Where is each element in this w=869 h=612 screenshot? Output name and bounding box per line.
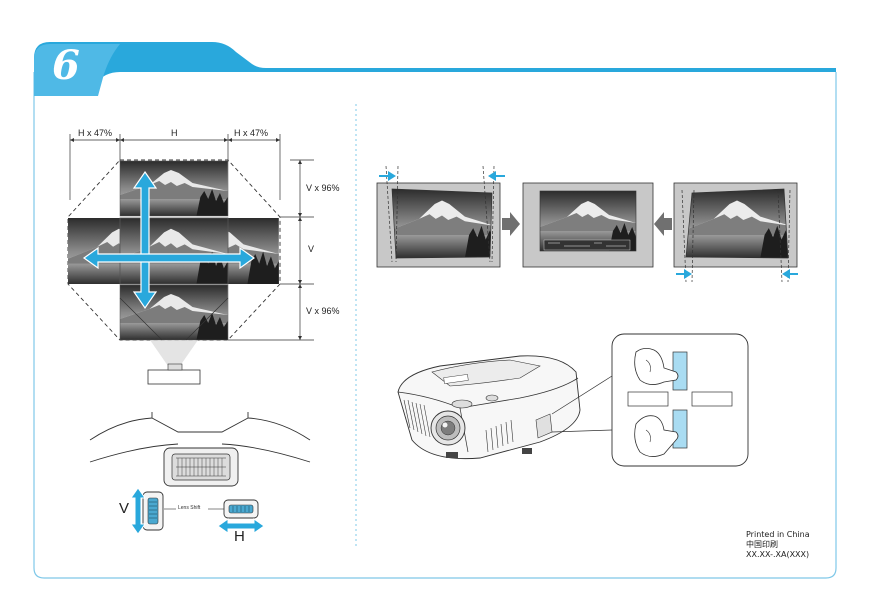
document-code-text: XX.XX-.XA(XXX) bbox=[746, 550, 810, 559]
step-number: 6 bbox=[52, 42, 80, 89]
printed-in-china-text: Printed in China bbox=[746, 530, 810, 539]
keystone-correction-diagram bbox=[376, 165, 798, 283]
horizontal-shift-label: H bbox=[234, 528, 245, 545]
label-v-96-bottom: V x 96% bbox=[306, 306, 340, 316]
lens-shift-dial-diagram bbox=[89, 412, 311, 535]
label-v: V bbox=[308, 244, 315, 254]
label-h-47-left: H x 47% bbox=[78, 128, 113, 138]
label-h: H bbox=[171, 128, 178, 138]
lens-shift-range-diagram bbox=[67, 134, 314, 385]
printed-in-china-chinese-text: 中国印刷 bbox=[746, 540, 778, 549]
label-v-96-top: V x 96% bbox=[306, 183, 340, 193]
lens-shift-label: Lens Shift bbox=[178, 505, 201, 511]
projector-remote-diagram bbox=[397, 333, 749, 467]
vertical-shift-label: V bbox=[119, 500, 130, 517]
label-h-47-right: H x 47% bbox=[234, 128, 269, 138]
print-info: Printed in China 中国印刷 XX.XX-.XA(XXX) bbox=[746, 530, 810, 560]
